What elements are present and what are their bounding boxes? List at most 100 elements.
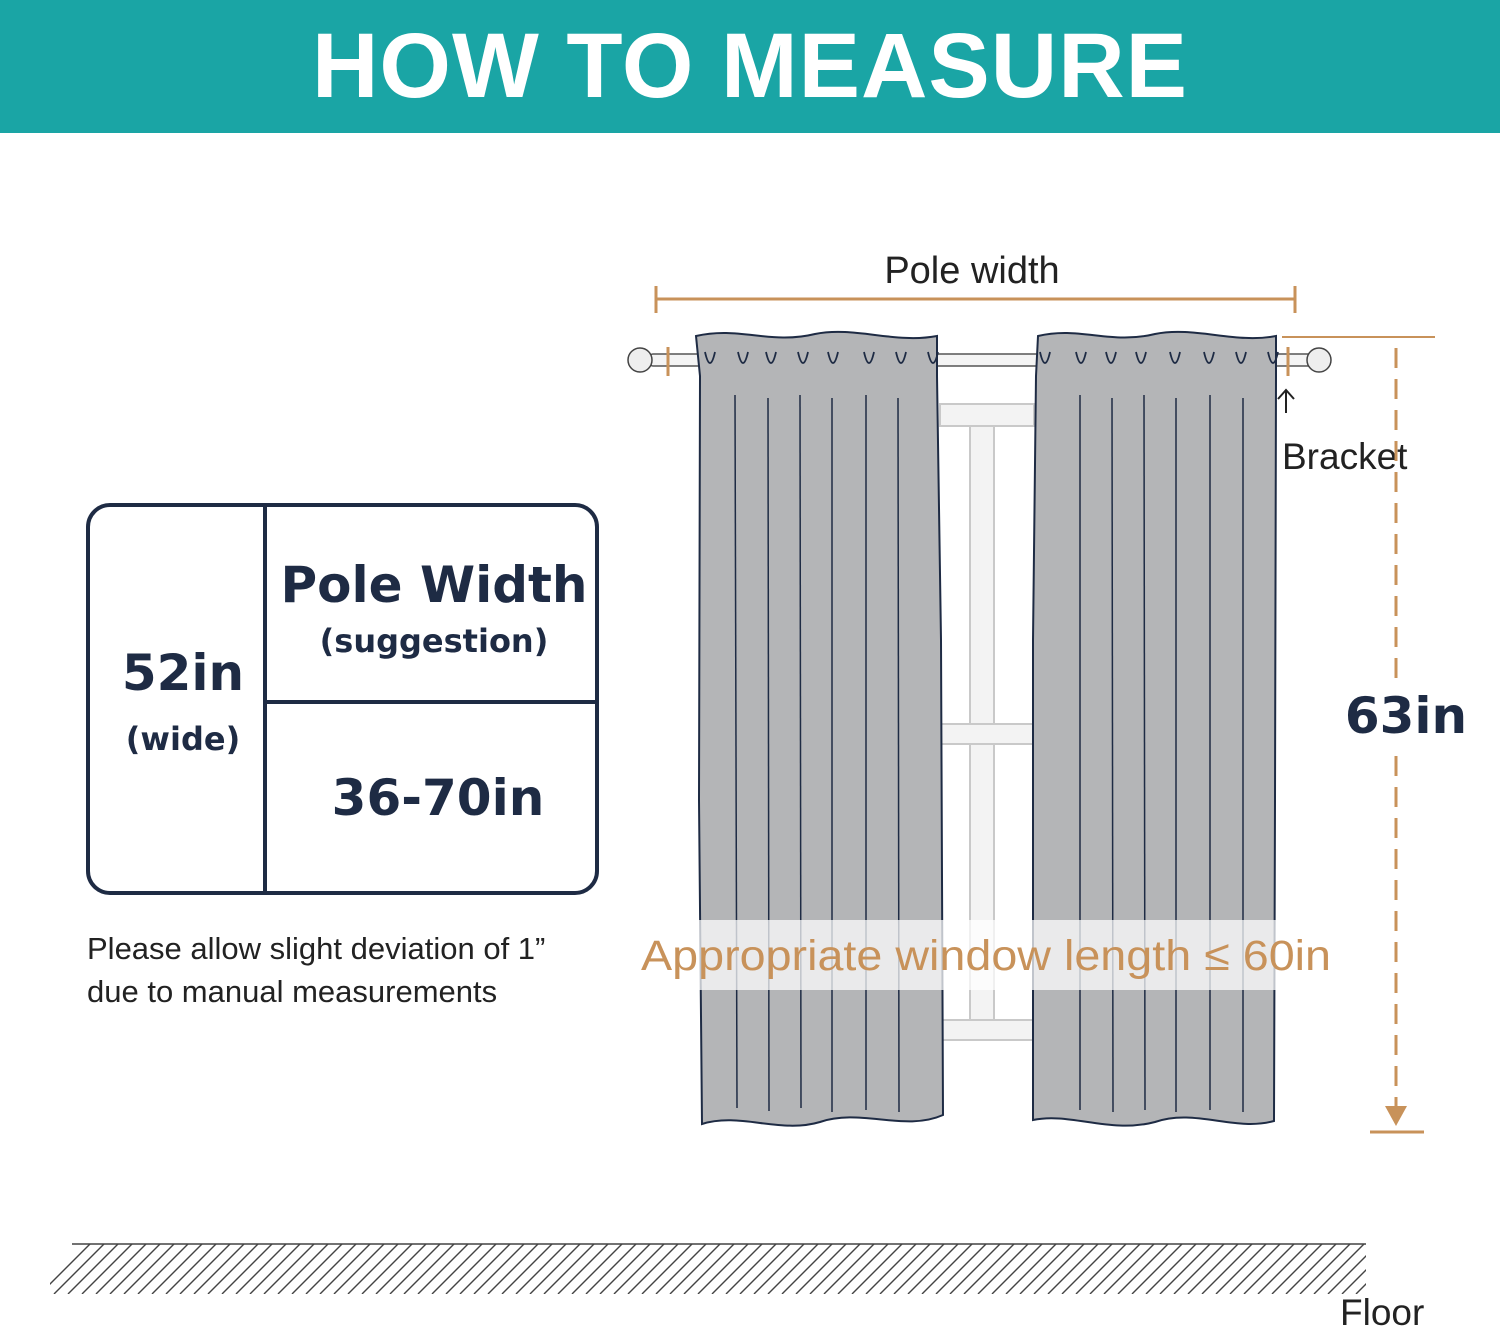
pole-width-range: 36-70in [332, 769, 545, 827]
floor-hatch-line [1019, 1244, 1071, 1294]
floor-hatch-line [459, 1244, 511, 1294]
floor-hatch-line [1117, 1244, 1169, 1294]
floor-hatch-line [837, 1244, 889, 1294]
floor-hatch-line [879, 1244, 931, 1294]
length-dimension: 63in [1282, 336, 1467, 1134]
floor-hatch-line [1089, 1244, 1141, 1294]
floor-hatch-line [781, 1244, 833, 1294]
floor-hatch-line [809, 1244, 861, 1294]
floor-hatch-line [50, 1244, 91, 1285]
floor-hatch-line [963, 1244, 1015, 1294]
floor-hatch-line [1187, 1244, 1239, 1294]
floor-hatch-line [851, 1244, 903, 1294]
pole-width-subheading: (suggestion) [320, 622, 549, 660]
floor-label: Floor [1340, 1292, 1424, 1331]
floor-hatch-line [361, 1244, 413, 1294]
pole-width-heading: Pole Width [280, 556, 587, 614]
floor-hatch-line [249, 1244, 301, 1294]
floor-hatch-line [291, 1244, 343, 1294]
floor-hatch-line [151, 1244, 203, 1294]
floor-hatch-line [137, 1244, 189, 1294]
floor-hatch-line [1412, 1244, 1462, 1294]
floor-hatch-line [1243, 1244, 1295, 1294]
floor-hatch-line [627, 1244, 679, 1294]
floor-hatch-line [1327, 1255, 1366, 1294]
floor-hatch-line [1131, 1244, 1183, 1294]
floor-hatch-line [1271, 1244, 1323, 1294]
floor-hatch-line [1299, 1244, 1351, 1294]
page-title: HOW TO MEASURE [311, 15, 1189, 117]
floor-hatch-line [1229, 1244, 1281, 1294]
floor-hatch-line [235, 1244, 287, 1294]
window-length-callout: Appropriate window length ≤ 60in [641, 920, 1331, 990]
left-curtain-panel [694, 330, 945, 1127]
floor-hatch-line [1398, 1244, 1448, 1294]
floor-hatch-line [1201, 1244, 1253, 1294]
floor-hatch-line [1173, 1244, 1225, 1294]
floor-hatch-line [949, 1244, 1001, 1294]
floor-hatch-line [473, 1244, 525, 1294]
floor-hatch-line [1384, 1244, 1434, 1294]
window-length-label: Appropriate window length ≤ 60in [641, 932, 1331, 980]
floor-hatch-line [795, 1244, 847, 1294]
floor-hatch-line [1215, 1244, 1267, 1294]
floor-hatch-line [1075, 1244, 1127, 1294]
floor-hatch-line [571, 1244, 623, 1294]
floor-hatch-line [1061, 1244, 1113, 1294]
floor-hatch-line [417, 1244, 469, 1294]
floor-hatch-line [1341, 1269, 1366, 1294]
floor-hatch-line [1033, 1244, 1085, 1294]
floor-hatch-line [515, 1244, 567, 1294]
floor-hatch-line [1103, 1244, 1155, 1294]
right-curtain-panel [1032, 330, 1279, 1127]
pole-width-dimension: Pole width [654, 250, 1297, 313]
floor-hatch-line [207, 1244, 259, 1294]
size-table: 52in (wide) Pole Width (suggestion) 36-7… [86, 503, 599, 895]
floor-hatch-line [123, 1244, 175, 1294]
floor-hatch-line [1047, 1244, 1099, 1294]
floor-hatch-line [53, 1244, 105, 1294]
floor-hatch-line [977, 1244, 1029, 1294]
floor-hatch-line [613, 1244, 665, 1294]
floor-hatch-line [403, 1244, 455, 1294]
floor-hatch-line [935, 1244, 987, 1294]
bracket-label: Bracket [1282, 436, 1408, 477]
floor-hatch-line [445, 1244, 497, 1294]
floor-hatch-line [893, 1244, 945, 1294]
floor-hatch-line [641, 1244, 693, 1294]
floor-hatch-line [95, 1244, 147, 1294]
floor-hatch-line [305, 1244, 357, 1294]
floor-hatch-line [683, 1244, 735, 1294]
floor-hatch-line [1159, 1244, 1211, 1294]
floor-hatch-line [1285, 1244, 1337, 1294]
floor-hatch-line [1145, 1244, 1197, 1294]
floor-hatch-line [193, 1244, 245, 1294]
floor-hatch-line [389, 1244, 441, 1294]
floor-hatch-line [991, 1244, 1043, 1294]
floor-hatch-line [907, 1244, 959, 1294]
floor-hatch-line [431, 1244, 483, 1294]
floor-hatch-line [375, 1244, 427, 1294]
floor-hatch-line [221, 1244, 273, 1294]
floor-hatch-line [1313, 1244, 1365, 1294]
bracket-callout: Bracket [1277, 388, 1408, 477]
floor-hatch-line [1370, 1244, 1420, 1294]
floor-hatch-line [179, 1244, 231, 1294]
deviation-note-line1: Please allow slight deviation of 1” [87, 931, 546, 966]
floor-hatch-line [1257, 1244, 1309, 1294]
floor-hatch-line [599, 1244, 651, 1294]
floor-hatch-line [543, 1244, 595, 1294]
floor-hatch-line [81, 1244, 133, 1294]
down-arrow-icon [1385, 1106, 1407, 1126]
deviation-note: Please allow slight deviation of 1” due … [87, 927, 647, 1013]
floor-hatch-line [333, 1244, 385, 1294]
floor-hatch-line [711, 1244, 763, 1294]
floor-hatch-line [739, 1244, 791, 1294]
floor-hatch-line [263, 1244, 315, 1294]
floor-hatch-line [585, 1244, 637, 1294]
floor-hatch-line [697, 1244, 749, 1294]
floor-hatch-line [557, 1244, 609, 1294]
deviation-note-line2: due to manual measurements [87, 974, 498, 1009]
floor-hatch-line [725, 1244, 777, 1294]
